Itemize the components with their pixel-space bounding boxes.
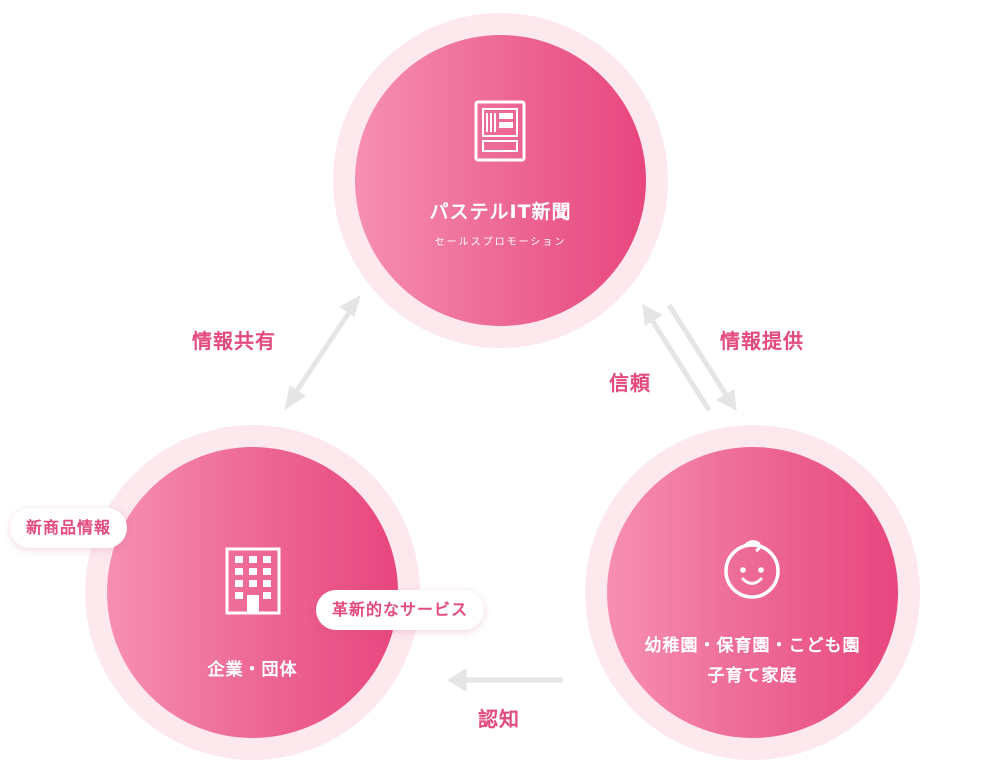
recognition-arrow [447,668,563,692]
right-node-circle: 幼稚園・保育園・こども園 子育て家庭 [607,447,898,738]
info-provide-arrow [666,303,737,411]
info-share-label: 情報共有 [192,329,276,353]
right-node-title-line2: 子育て家庭 [707,666,798,686]
innovative-service-tag: 革新的なサービス [316,590,485,630]
baby-face-icon [724,540,780,599]
top-node-subtitle: セールスプロモーション [434,237,567,248]
trust-label: 信頼 [609,371,651,395]
building-icon [225,547,281,615]
newspaper-icon [474,100,526,162]
left-node-title: 企業・団体 [207,660,298,680]
info-share-arrow [284,294,361,411]
trust-arrow [642,304,712,412]
top-node-title: パステルIT新聞 [429,201,572,223]
top-node-circle: パステルIT新聞 セールスプロモーション [355,35,646,326]
info-provide-label: 情報提供 [720,329,804,353]
recognition-label: 認知 [478,707,520,731]
right-node-title-line1: 幼稚園・保育園・こども園 [644,636,861,656]
new-product-info-tag: 新商品情報 [10,508,128,548]
